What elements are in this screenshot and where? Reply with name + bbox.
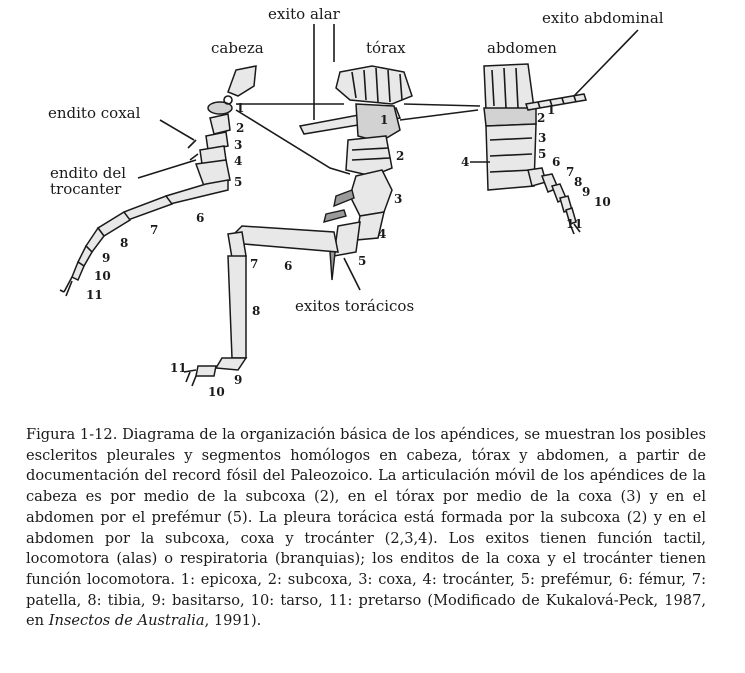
num-abdomen-9: 9 <box>582 185 590 199</box>
num-abdomen-8: 8 <box>574 175 582 189</box>
num-abdomen-3: 3 <box>538 131 546 145</box>
abdomen-pleura <box>485 123 537 191</box>
label-exito-abdominal: exito abdominal <box>542 9 664 27</box>
num-head-1: 1 <box>236 101 244 115</box>
abdominal-exite <box>525 93 587 111</box>
num-thorax-7: 7 <box>250 257 258 271</box>
num-head-7: 7 <box>150 223 158 237</box>
thorax-tibia <box>227 255 247 359</box>
num-thorax-8: 8 <box>252 304 260 318</box>
num-head-5: 5 <box>234 175 242 189</box>
label-exitos-toracicos: exitos torácicos <box>295 297 414 315</box>
head-sclerite <box>227 65 257 97</box>
thorax-coxa <box>349 169 393 217</box>
caption-italic-title: Insectos de Australia <box>48 612 205 630</box>
appendage-diagram: exito alar exito abdominal cabeza tórax … <box>48 5 664 399</box>
leader-lines <box>137 24 639 291</box>
label-cabeza: cabeza <box>211 39 264 57</box>
num-abdomen-1: 1 <box>547 103 555 117</box>
num-head-6: 6 <box>196 211 204 225</box>
num-abdomen-2: 2 <box>537 111 545 125</box>
thorax-femur <box>230 225 339 253</box>
num-head-11: 11 <box>86 288 103 302</box>
num-thorax-6: 6 <box>284 259 292 273</box>
num-head-3: 3 <box>234 138 242 152</box>
num-abdomen-4: 4 <box>461 155 469 169</box>
head-epicoxa <box>207 101 233 115</box>
num-thorax-10: 10 <box>208 385 225 399</box>
num-abdomen-5: 5 <box>538 147 546 161</box>
label-endito-trocanter-1: endito del <box>50 164 126 182</box>
num-head-8: 8 <box>120 236 128 250</box>
head-appendage <box>59 65 257 297</box>
figure-caption: Figura 1-12. Diagrama de la organización… <box>26 425 706 632</box>
label-endito-trocanter-2: trocanter <box>50 180 122 198</box>
caption-text-end: , 1991). <box>204 612 262 630</box>
num-head-10: 10 <box>94 269 111 283</box>
label-exito-alar: exito alar <box>268 5 341 23</box>
num-thorax-9: 9 <box>234 373 242 387</box>
num-abdomen-11: 11 <box>566 217 583 231</box>
num-thorax-5: 5 <box>358 254 366 268</box>
num-thorax-4: 4 <box>378 227 386 241</box>
num-thorax-1: 1 <box>380 113 388 127</box>
num-abdomen-6: 6 <box>552 155 560 169</box>
head-femur <box>164 179 229 205</box>
num-head-9: 9 <box>102 251 110 265</box>
thorax-appendage <box>183 65 413 387</box>
num-thorax-2: 2 <box>396 149 404 163</box>
abdomen-appendage <box>483 63 587 235</box>
num-abdomen-10: 10 <box>594 195 611 209</box>
label-torax: tórax <box>366 39 406 57</box>
num-thorax-3: 3 <box>394 192 402 206</box>
label-endito-coxal: endito coxal <box>48 104 141 122</box>
num-thorax-11: 11 <box>170 361 187 375</box>
num-head-4: 4 <box>234 154 242 168</box>
thorax-subcoxa <box>345 135 393 177</box>
num-head-2: 2 <box>236 121 244 135</box>
label-abdomen: abdomen <box>487 39 557 57</box>
caption-text: Figura 1-12. Diagrama de la organización… <box>26 426 706 630</box>
num-abdomen-7: 7 <box>566 165 574 179</box>
